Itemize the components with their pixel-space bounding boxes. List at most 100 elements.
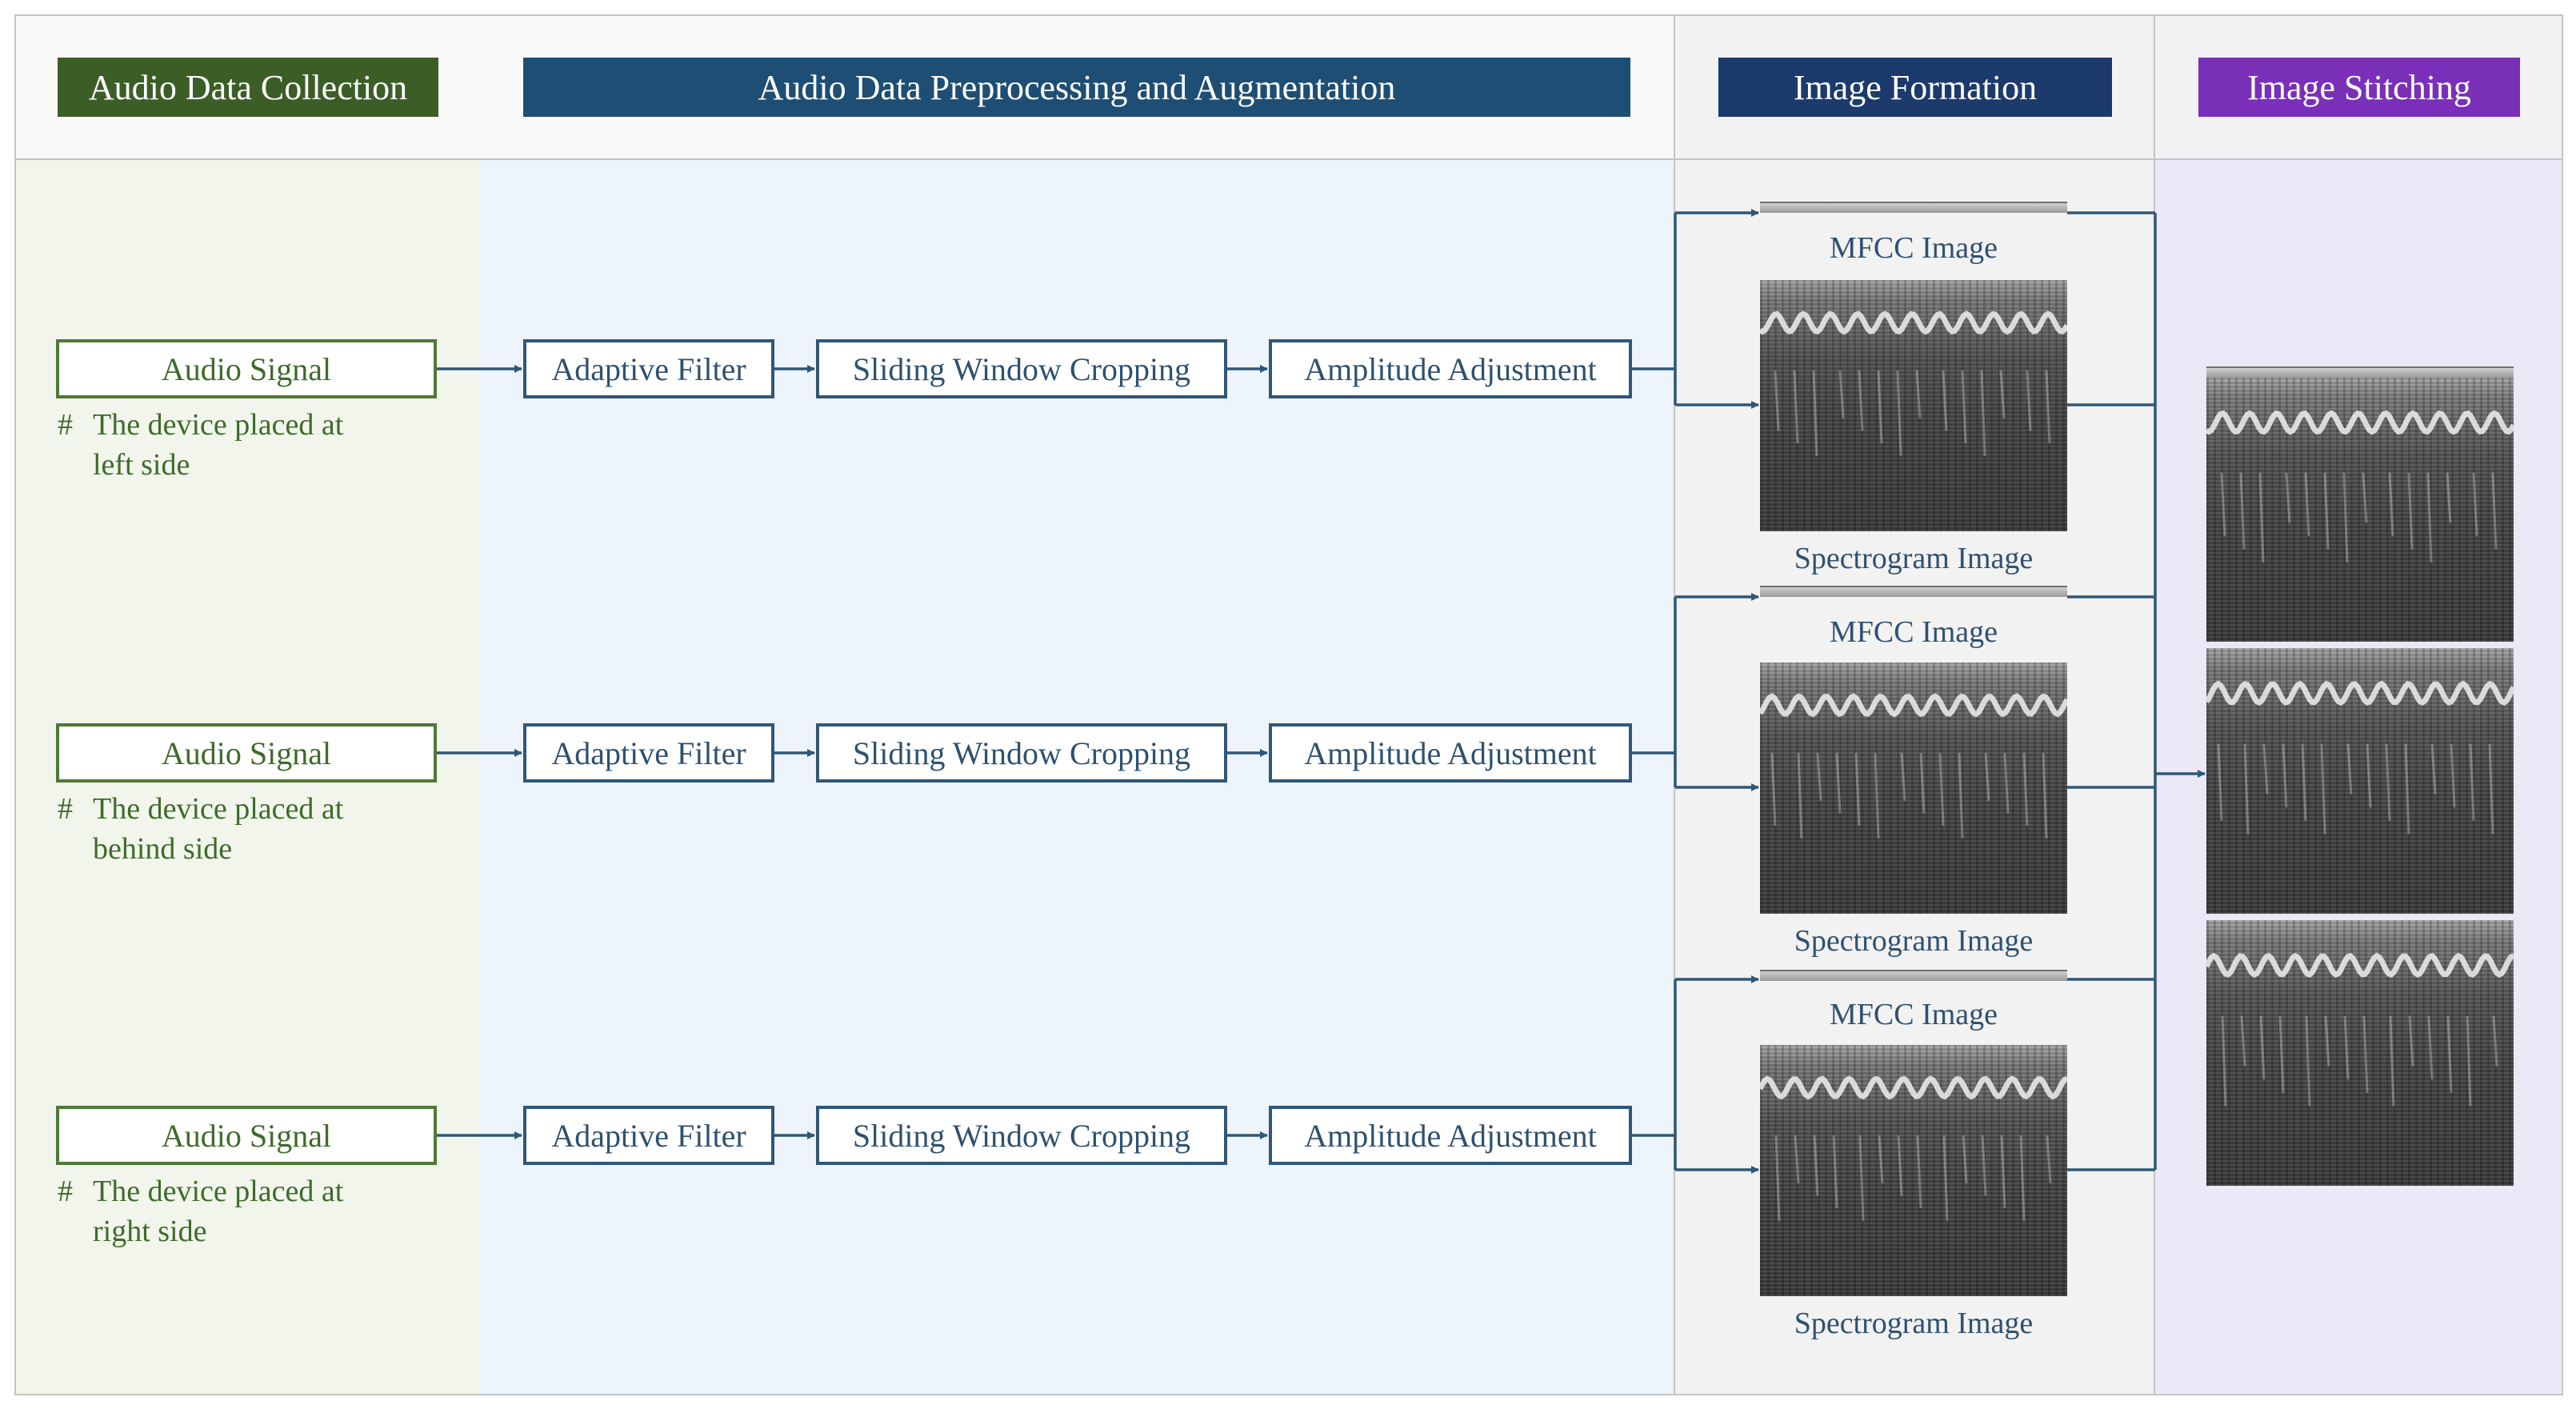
spectrogram-texture bbox=[1760, 310, 2067, 456]
spectrogram-streak bbox=[1900, 752, 1906, 801]
spectrogram-streak bbox=[2404, 743, 2410, 835]
adaptive-filter-box: Adaptive Filter bbox=[523, 723, 774, 783]
stitched-image-part-2 bbox=[2206, 648, 2514, 914]
spectrogram-streak bbox=[1938, 752, 1945, 827]
spectrogram-streak bbox=[1942, 1135, 1949, 1221]
spectrogram-image bbox=[1760, 662, 2067, 914]
mfcc-image-strip bbox=[1760, 970, 2067, 981]
spectrogram-streak bbox=[2366, 743, 2372, 808]
stitched-image-part-1 bbox=[2206, 378, 2514, 642]
spectrogram-image-label: Spectrogram Image bbox=[1794, 542, 2034, 575]
zone-audio-data-collection: Audio Data Collection bbox=[14, 14, 482, 1395]
mfcc-image-label: MFCC Image bbox=[1829, 231, 1998, 265]
spectrogram-streak bbox=[2000, 1135, 2006, 1209]
spectrogram-streak bbox=[2045, 370, 2051, 444]
spectrogram-streak bbox=[1877, 370, 1883, 444]
spectrogram-streak bbox=[1874, 752, 1880, 839]
note-line-1: The device placed at bbox=[93, 792, 344, 826]
spectrogram-streak bbox=[1794, 1135, 1800, 1183]
spectrogram-streak bbox=[2446, 1015, 2453, 1093]
spectrogram-streak bbox=[2342, 472, 2349, 563]
header-image-formation: Image Formation bbox=[1718, 58, 2112, 117]
adaptive-filter-box: Adaptive Filter bbox=[523, 1106, 774, 1165]
spectrogram-streak bbox=[2305, 1015, 2311, 1107]
spectrogram-streak bbox=[2022, 752, 2029, 827]
spectrogram-image-label: Spectrogram Image bbox=[1794, 924, 2034, 958]
spectrogram-wave bbox=[2206, 410, 2514, 435]
spectrogram-streak bbox=[2282, 743, 2288, 808]
note-line-1: The device placed at bbox=[93, 408, 344, 442]
spectrogram-streak bbox=[1774, 1135, 1781, 1221]
spectrogram-streak bbox=[2427, 1015, 2434, 1080]
spectrogram-streak bbox=[2426, 472, 2433, 563]
spectrogram-streak bbox=[2324, 1015, 2330, 1067]
spectrogram-streak bbox=[2258, 472, 2265, 563]
spectrogram-streak bbox=[2285, 472, 2291, 523]
spectrogram-streak bbox=[1961, 370, 1967, 444]
audio-signal-box-left: Audio Signal bbox=[56, 339, 437, 398]
spectrogram-streak bbox=[2430, 743, 2437, 795]
spectrogram-streak bbox=[2304, 472, 2310, 537]
spectrogram-streak bbox=[2407, 472, 2414, 550]
spectrogram-wave bbox=[1760, 693, 2067, 718]
spectrogram-streak bbox=[2343, 1015, 2350, 1080]
spectrogram-streak bbox=[2042, 752, 2048, 839]
note-hash: # bbox=[58, 408, 73, 442]
spectrogram-texture bbox=[1760, 1075, 2067, 1221]
note-hash: # bbox=[58, 1175, 73, 1208]
spectrogram-streak bbox=[1835, 752, 1842, 814]
spectrogram-streak bbox=[2240, 1015, 2246, 1067]
note-line-2: right side bbox=[93, 1215, 207, 1248]
mfcc-image-strip bbox=[1760, 586, 2067, 597]
spectrogram-streak bbox=[2243, 743, 2250, 835]
spectrogram-streak bbox=[2446, 472, 2452, 523]
spectrogram-streak bbox=[2046, 1135, 2052, 1183]
spectrogram-streak bbox=[2408, 1015, 2414, 1067]
spectrogram-streak bbox=[2450, 743, 2456, 808]
spectrogram-streak bbox=[1999, 370, 2006, 418]
audio-signal-box-right: Audio Signal bbox=[56, 1106, 437, 1165]
note-line-2: left side bbox=[93, 448, 190, 482]
spectrogram-streak bbox=[2320, 743, 2326, 835]
device-note-right: # The device placed at right side bbox=[58, 1171, 458, 1259]
amplitude-adjustment-box: Amplitude Adjustment bbox=[1269, 723, 1632, 783]
spectrogram-streak bbox=[1981, 1135, 1987, 1196]
spectrogram-streak bbox=[1812, 370, 1818, 456]
spectrogram-streak bbox=[2301, 743, 2307, 821]
spectrogram-streak bbox=[1984, 752, 1990, 801]
spectrogram-streak bbox=[1942, 370, 1948, 431]
spectrogram-wave bbox=[2206, 680, 2514, 706]
spectrogram-wave bbox=[2206, 952, 2514, 979]
spectrogram-streak bbox=[2217, 743, 2223, 821]
spectrogram-streak bbox=[1797, 752, 1803, 839]
spectrogram-streak bbox=[2323, 472, 2330, 550]
note-line-2: behind side bbox=[93, 832, 233, 866]
spectrogram-streak bbox=[2346, 743, 2353, 795]
spectrogram-streak bbox=[1919, 752, 1926, 814]
stitched-mfcc-strip bbox=[2206, 366, 2514, 378]
spectrogram-streak bbox=[1897, 1135, 1903, 1196]
adaptive-filter-box: Adaptive Filter bbox=[523, 339, 774, 398]
mfcc-image-label: MFCC Image bbox=[1829, 615, 1998, 649]
spectrogram-streak bbox=[1962, 1135, 1968, 1183]
spectrogram-wave bbox=[1760, 1075, 2067, 1100]
spectrogram-texture bbox=[2206, 680, 2514, 835]
mfcc-image-label: MFCC Image bbox=[1829, 998, 1998, 1031]
spectrogram-streak bbox=[1916, 1135, 1922, 1209]
spectrogram-streak bbox=[2239, 472, 2246, 550]
spectrogram-streak bbox=[1838, 370, 1845, 418]
amplitude-adjustment-box: Amplitude Adjustment bbox=[1269, 1106, 1632, 1165]
amplitude-adjustment-box: Amplitude Adjustment bbox=[1269, 339, 1632, 398]
zone-preprocessing-augmentation: Audio Data Preprocessing and Augmentatio… bbox=[480, 14, 1675, 1395]
device-note-behind: # The device placed at behind side bbox=[58, 789, 458, 877]
spectrogram-streak bbox=[2019, 1135, 2026, 1221]
spectrogram-streak bbox=[2488, 743, 2494, 835]
spectrogram-streak bbox=[1858, 1135, 1865, 1221]
spectrogram-streak bbox=[2472, 472, 2478, 537]
spectrogram-streak bbox=[1915, 370, 1922, 418]
spectrogram-streak bbox=[1896, 370, 1902, 456]
spectrogram-image-label: Spectrogram Image bbox=[1794, 1307, 2034, 1340]
spectrogram-streak bbox=[2220, 472, 2226, 537]
spectrogram-streak bbox=[2278, 1015, 2285, 1093]
spectrogram-streak bbox=[1858, 370, 1864, 431]
